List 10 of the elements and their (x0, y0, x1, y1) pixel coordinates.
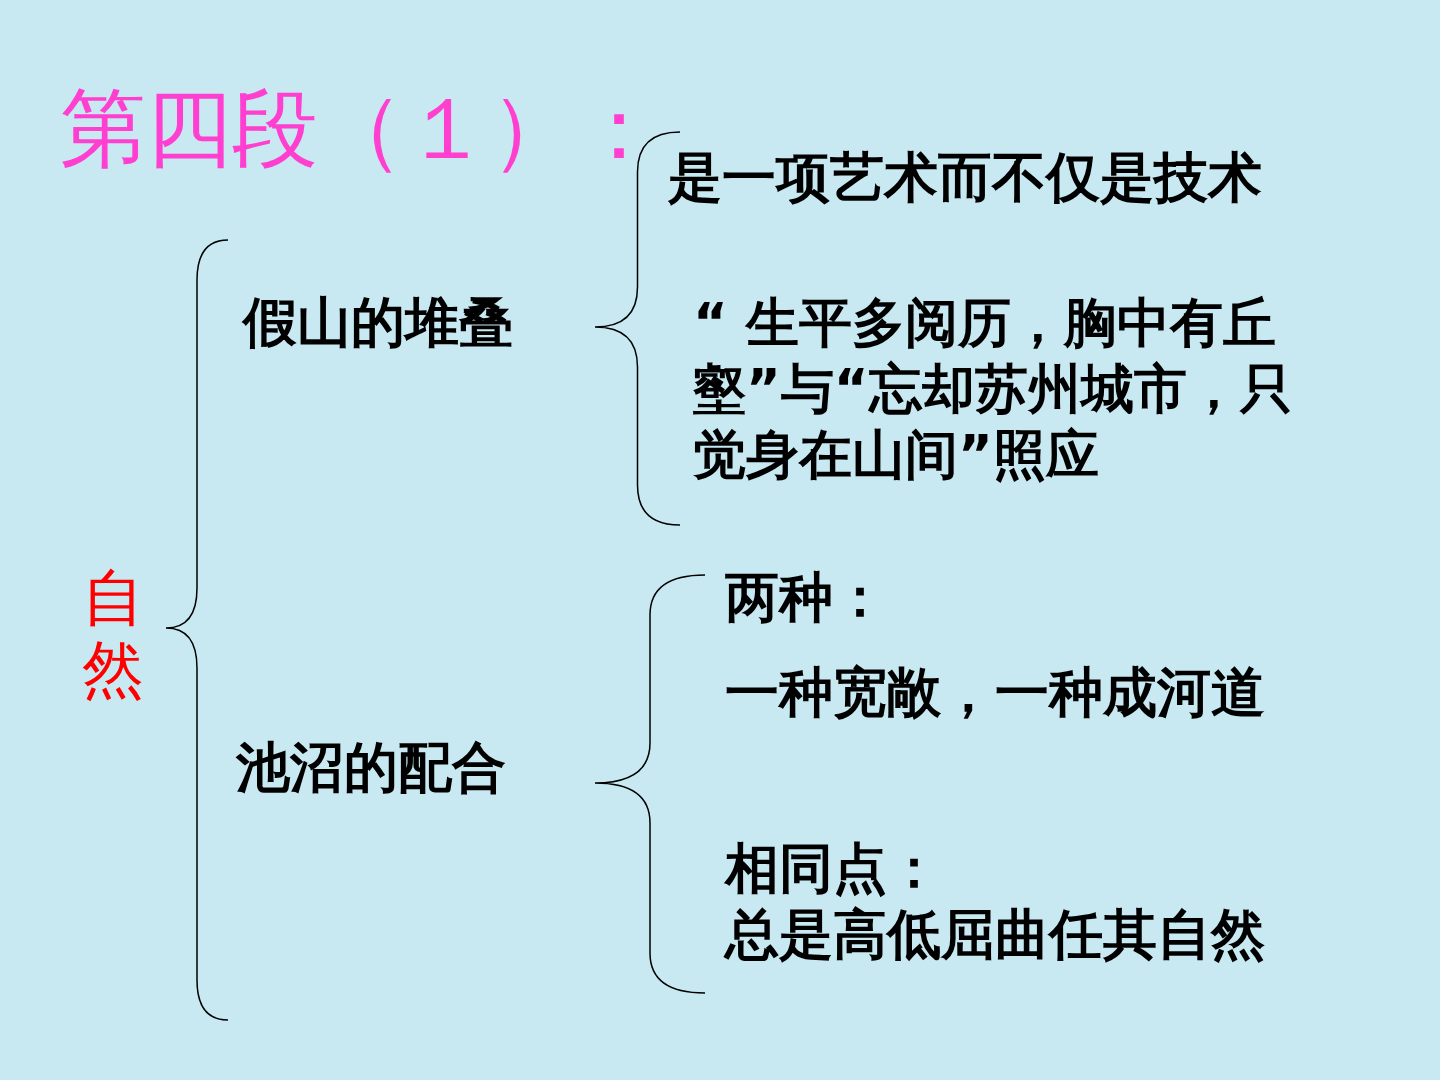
topic-label: 自然 (82, 562, 145, 706)
text-label: 两种： (725, 565, 888, 631)
text-label: 总是高低屈曲任其自然 (725, 902, 1266, 968)
text-label: 是一项艺术而不仅是技术 (668, 145, 1263, 211)
branch-label: 池沼的配合 (236, 735, 507, 801)
text-label: “ 生平多阅历，胸中有丘壑”与“忘却苏州城市，只觉身在山间”照应 (693, 291, 1294, 487)
text-label: 相同点： (725, 836, 942, 902)
branch-label: 假山的堆叠 (243, 290, 514, 356)
heading: 第四段（１）： (60, 78, 662, 178)
text-label: 一种宽敞，一种成河道 (725, 660, 1266, 726)
